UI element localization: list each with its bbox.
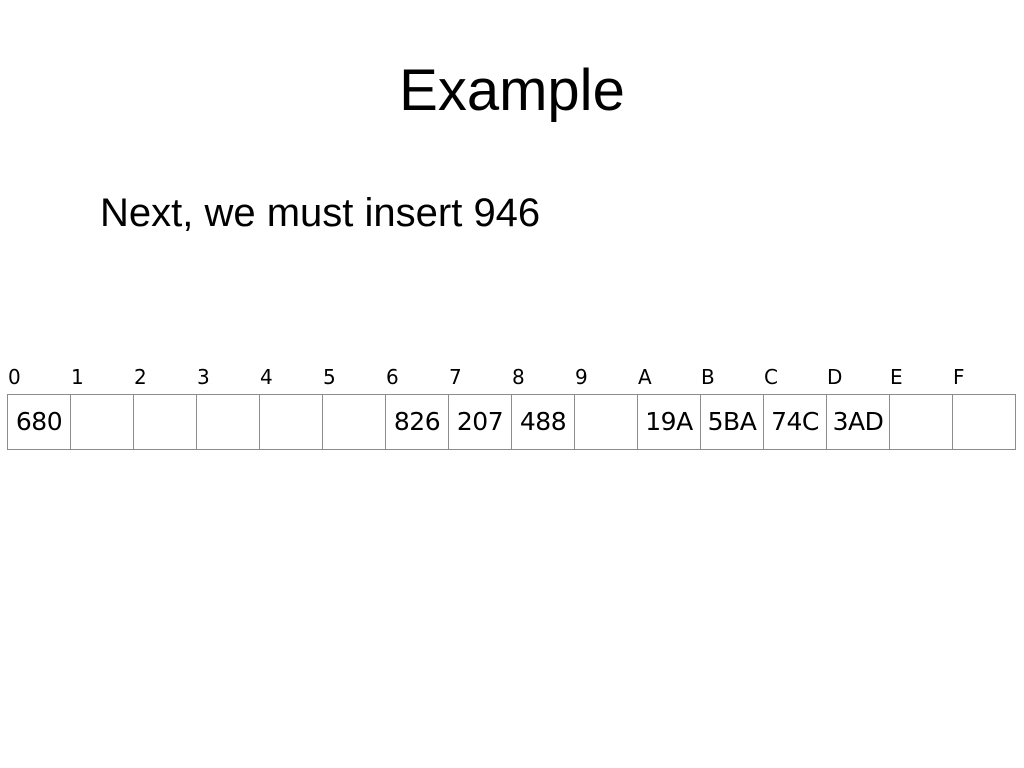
index-label: F	[953, 365, 965, 389]
table-cell: 488	[512, 395, 575, 449]
table-cell: 5BA	[701, 395, 764, 449]
table-cell: 826	[386, 395, 449, 449]
table-cell	[197, 395, 260, 449]
index-label: 7	[449, 365, 462, 389]
table-cell: 3AD	[827, 395, 890, 449]
index-label: 2	[134, 365, 147, 389]
index-label: B	[701, 365, 715, 389]
table-cell	[260, 395, 323, 449]
table-cell	[71, 395, 134, 449]
table-cell: 19A	[638, 395, 701, 449]
table-cell	[134, 395, 197, 449]
table-cell	[575, 395, 638, 449]
index-label: D	[827, 365, 843, 389]
index-label: 5	[323, 365, 336, 389]
table-cell: 74C	[764, 395, 827, 449]
index-label: 3	[197, 365, 210, 389]
index-label: C	[764, 365, 778, 389]
table-cell	[323, 395, 386, 449]
table-cell	[890, 395, 953, 449]
index-label: 0	[8, 365, 21, 389]
index-label: 1	[71, 365, 84, 389]
index-label: E	[890, 365, 903, 389]
index-label: 8	[512, 365, 525, 389]
index-row: 0 1 2 3 4 5 6 7 8 9 A B C D E F	[7, 366, 1015, 388]
index-label: A	[638, 365, 652, 389]
index-label: 6	[386, 365, 399, 389]
slide-title: Example	[399, 58, 625, 123]
index-label: 4	[260, 365, 273, 389]
table-cell: 680	[8, 395, 71, 449]
slide-text: Next, we must insert 946	[100, 191, 541, 235]
table-cell	[953, 395, 1016, 449]
hash-table: 680 826 207 488 19A 5BA 74C 3AD	[7, 394, 1016, 450]
table-cell: 207	[449, 395, 512, 449]
index-label: 9	[575, 365, 588, 389]
